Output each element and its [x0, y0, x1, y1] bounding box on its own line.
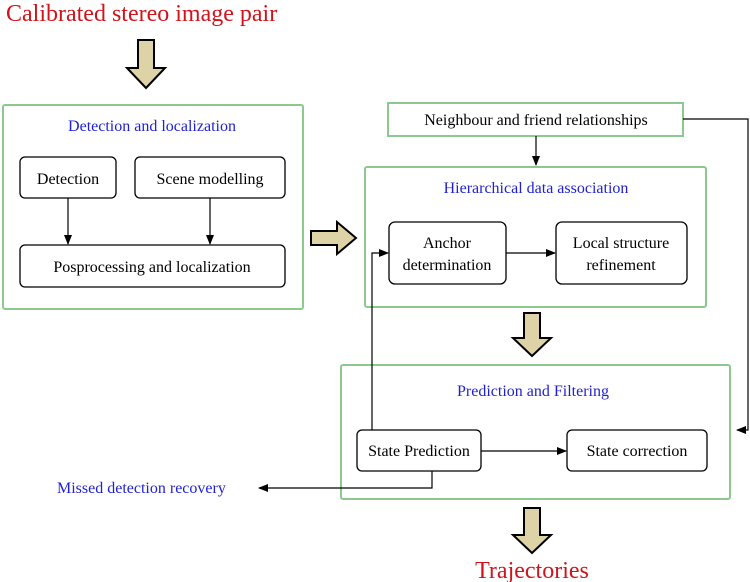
local-structure-label-line1: Local structure: [573, 235, 669, 252]
posprocessing-node-box: [19, 244, 286, 288]
local-structure-label-line2: refinement: [586, 257, 656, 274]
hda-group-title: Hierarchical data association: [444, 180, 629, 197]
detection-node-label: Detection: [37, 171, 99, 188]
diagram-title: Calibrated stereo image pair: [6, 1, 277, 27]
scene-modelling-node-label: Scene modelling: [156, 171, 263, 188]
neighbour-relationships-label: Neighbour and friend relationships: [424, 112, 648, 129]
arrow-to-missed-detection: [258, 471, 433, 492]
state-prediction-label: State Prediction: [368, 443, 470, 460]
prediction-group-frame: [340, 364, 731, 500]
big-arrow-down-middle: [510, 312, 554, 358]
hda-group-frame: [364, 166, 707, 308]
detection-group-frame: [2, 104, 304, 310]
hierarchical-data-association-group: Hierarchical data association Anchor det…: [364, 166, 707, 308]
prediction-group-title: Prediction and Filtering: [457, 383, 609, 400]
big-arrow-down-bottom: [510, 507, 554, 555]
posprocessing-node-label: Posprocessing and localization: [53, 259, 250, 276]
local-structure-node-box: [555, 221, 688, 285]
anchor-determination-node-box: [388, 221, 507, 285]
big-arrow-right-middle: [310, 219, 358, 257]
anchor-determination-label-line1: Anchor: [423, 235, 472, 252]
anchor-determination-label-line2: determination: [403, 257, 492, 274]
big-arrow-down-top: [124, 39, 168, 90]
detection-localization-group: Detection and localization Detection Sce…: [2, 104, 304, 310]
trajectories-title: Trajectories: [475, 558, 589, 582]
prediction-filtering-group: Prediction and Filtering State Predictio…: [340, 364, 731, 500]
state-correction-label: State correction: [587, 443, 688, 460]
arrow-prediction-to-anchor: [371, 249, 389, 430]
state-correction-node-box: [566, 429, 708, 472]
arrow-neighbour-to-state-correction: [683, 118, 749, 434]
missed-detection-label: Missed detection recovery: [57, 480, 226, 497]
detection-group-title: Detection and localization: [68, 118, 236, 135]
